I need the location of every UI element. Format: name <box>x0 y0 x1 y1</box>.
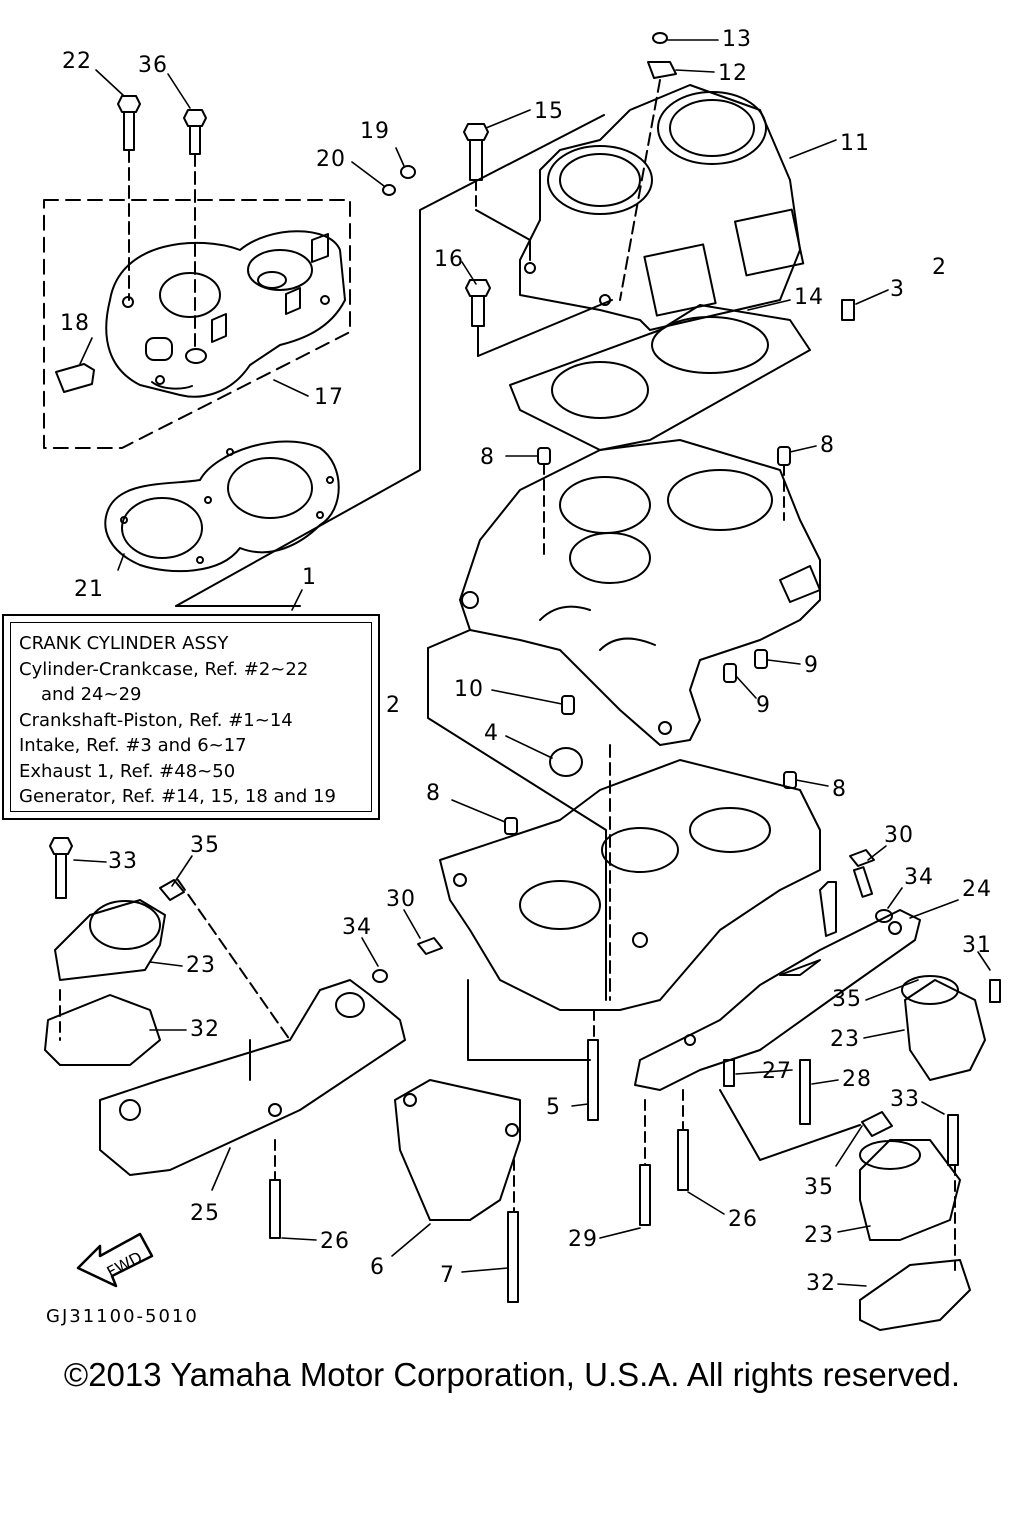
callout-17: 17 <box>314 385 344 410</box>
callout-31: 31 <box>962 933 992 958</box>
bracket-1 <box>175 114 605 607</box>
cylinder-bolts <box>463 32 855 357</box>
callout-33-a: 33 <box>108 849 138 874</box>
callout-8-a: 8 <box>480 445 495 470</box>
callout-10: 10 <box>454 677 484 702</box>
callout-8-b: 8 <box>820 433 835 458</box>
callout-36: 36 <box>138 53 168 78</box>
info-line-1: Cylinder-Crankcase, Ref. #2~22 <box>19 658 309 680</box>
callout-2: 2 <box>386 693 401 718</box>
cylinder-block <box>519 84 805 331</box>
lower-crankcase <box>439 759 837 1011</box>
callout-8-c: 8 <box>832 777 847 802</box>
callout-33-b: 33 <box>890 1087 920 1112</box>
callout-23-c: 23 <box>804 1223 834 1248</box>
callout-30-b: 30 <box>884 823 914 848</box>
callout-8-d: 8 <box>426 781 441 806</box>
copyright-notice: ©2013 Yamaha Motor Corporation, U.S.A. A… <box>63 1356 961 1393</box>
callout-24: 24 <box>962 877 992 902</box>
info-line-4: Intake, Ref. #3 and 6~17 <box>19 735 247 756</box>
base-gasket <box>509 304 811 451</box>
info-line-5: Exhaust 1, Ref. #48~50 <box>19 760 236 782</box>
callout-5: 5 <box>546 1095 561 1120</box>
callout-23-a: 23 <box>186 953 216 978</box>
callout-28: 28 <box>842 1067 872 1092</box>
callout-34-b: 34 <box>904 865 934 890</box>
callout-32-a: 32 <box>190 1017 220 1042</box>
callout-35-a: 35 <box>190 833 220 858</box>
support-block <box>394 1079 521 1221</box>
fwd-arrow-icon: FWD <box>76 1232 154 1288</box>
assembly-info-box: CRANK CYLINDER ASSY Cylinder-Crankcase, … <box>2 614 380 820</box>
info-line-6: Generator, Ref. #14, 15, 18 and 19 <box>19 786 336 807</box>
bracket-2 <box>427 647 607 1001</box>
drawing-code: GJ31100-5010 <box>46 1306 199 1327</box>
callout-35-b: 35 <box>832 987 862 1012</box>
head-gasket <box>104 440 340 573</box>
assembly-title: CRANK CYLINDER ASSY <box>19 633 229 654</box>
callout-13: 13 <box>722 27 752 52</box>
callout-32-b: 32 <box>806 1271 836 1296</box>
callout-19: 19 <box>360 119 390 144</box>
mount-bolts <box>49 837 1001 1303</box>
callout-12: 12 <box>718 61 748 86</box>
callout-16: 16 <box>434 247 464 272</box>
callout-2-top: 2 <box>932 255 947 280</box>
callout-25: 25 <box>190 1201 220 1226</box>
callout-26-b: 26 <box>728 1207 758 1232</box>
callout-7: 7 <box>440 1263 455 1288</box>
callout-11: 11 <box>840 131 870 156</box>
head-bolts <box>55 95 416 393</box>
upper-crankcase <box>459 439 821 746</box>
mount-bracket-right <box>634 909 921 1091</box>
callout-35-c: 35 <box>804 1175 834 1200</box>
callout-20: 20 <box>316 147 346 172</box>
callout-9-a: 9 <box>804 653 819 678</box>
callout-4: 4 <box>484 721 499 746</box>
callout-15: 15 <box>534 99 564 124</box>
cylinder-head-assembly <box>43 199 351 449</box>
info-line-2: and 24~29 <box>41 684 142 705</box>
callout-3: 3 <box>890 277 905 302</box>
callout-21: 21 <box>74 577 104 602</box>
fwd-label: FWD <box>104 1248 146 1282</box>
assembly-info-content: CRANK CYLINDER ASSY Cylinder-Crankcase, … <box>10 622 372 812</box>
callout-18: 18 <box>60 311 90 336</box>
callout-27: 27 <box>762 1059 792 1084</box>
info-line-3: Crankshaft-Piston, Ref. #1~14 <box>19 709 293 731</box>
callout-26-a: 26 <box>320 1229 350 1254</box>
callout-6: 6 <box>370 1255 385 1280</box>
callout-22: 22 <box>62 49 92 74</box>
callout-29: 29 <box>568 1227 598 1252</box>
callout-23-b: 23 <box>830 1027 860 1052</box>
mount-bracket-left <box>99 979 406 1176</box>
callout-labels: 22 36 19 20 18 17 21 1 13 12 15 11 16 2 … <box>60 27 992 1296</box>
engine-mounts <box>44 899 986 1331</box>
callout-34-a: 34 <box>342 915 372 940</box>
callout-30-a: 30 <box>386 887 416 912</box>
callout-14: 14 <box>794 285 824 310</box>
callout-9-b: 9 <box>756 693 771 718</box>
callout-leaders <box>73 39 991 1287</box>
callout-1: 1 <box>302 565 317 590</box>
